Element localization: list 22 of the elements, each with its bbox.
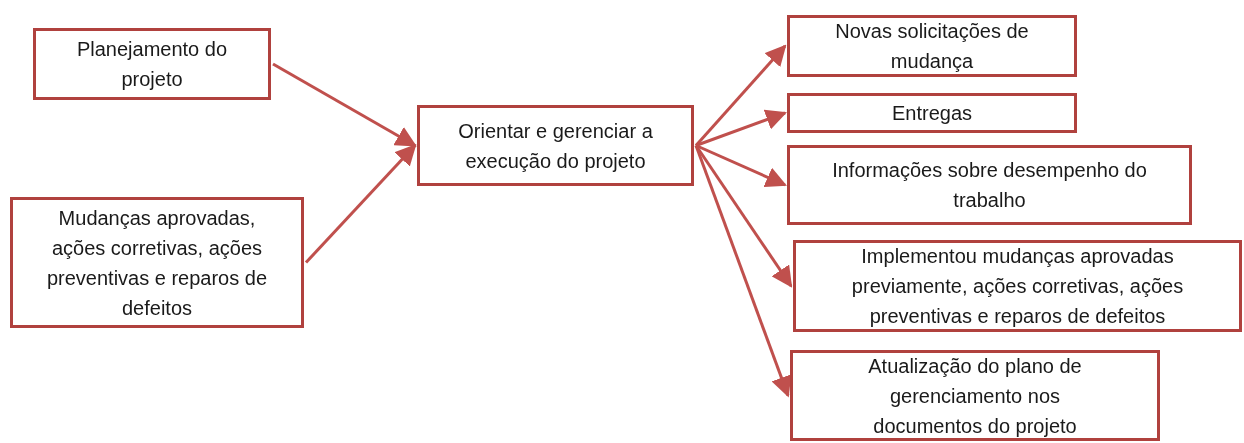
process-box xyxy=(787,93,1077,133)
arrow xyxy=(304,143,417,264)
process-box xyxy=(10,197,304,328)
arrow xyxy=(695,109,787,147)
process-box xyxy=(790,350,1160,441)
arrow xyxy=(694,44,787,147)
process-box xyxy=(787,145,1192,225)
process-box xyxy=(33,28,271,100)
arrow xyxy=(695,144,787,187)
box-text: Novas solicitações de mudança xyxy=(834,19,1030,74)
box-text: Planejamento do projeto xyxy=(75,37,229,92)
box-text: Orientar e gerenciar a execução do projeto xyxy=(457,118,654,174)
process-box xyxy=(787,15,1077,77)
arrow xyxy=(694,145,792,398)
arrow xyxy=(272,62,417,147)
box-text: Informações sobre desempenho do trabalho xyxy=(831,158,1148,213)
process-box xyxy=(793,240,1242,332)
box-text: Entregas xyxy=(891,101,973,126)
box-text: Mudanças aprovadas, ações corretivas, ações preventivas e reparos de defeitos xyxy=(45,205,269,321)
box-text: Atualização do plano de gerenciamento nos documentos do projeto xyxy=(867,353,1083,439)
box-text: Implementou mudanças aprovadas previamente, ações corretivas, ações preventivas e reparos de defeitos xyxy=(850,244,1185,329)
process-box xyxy=(417,105,694,186)
